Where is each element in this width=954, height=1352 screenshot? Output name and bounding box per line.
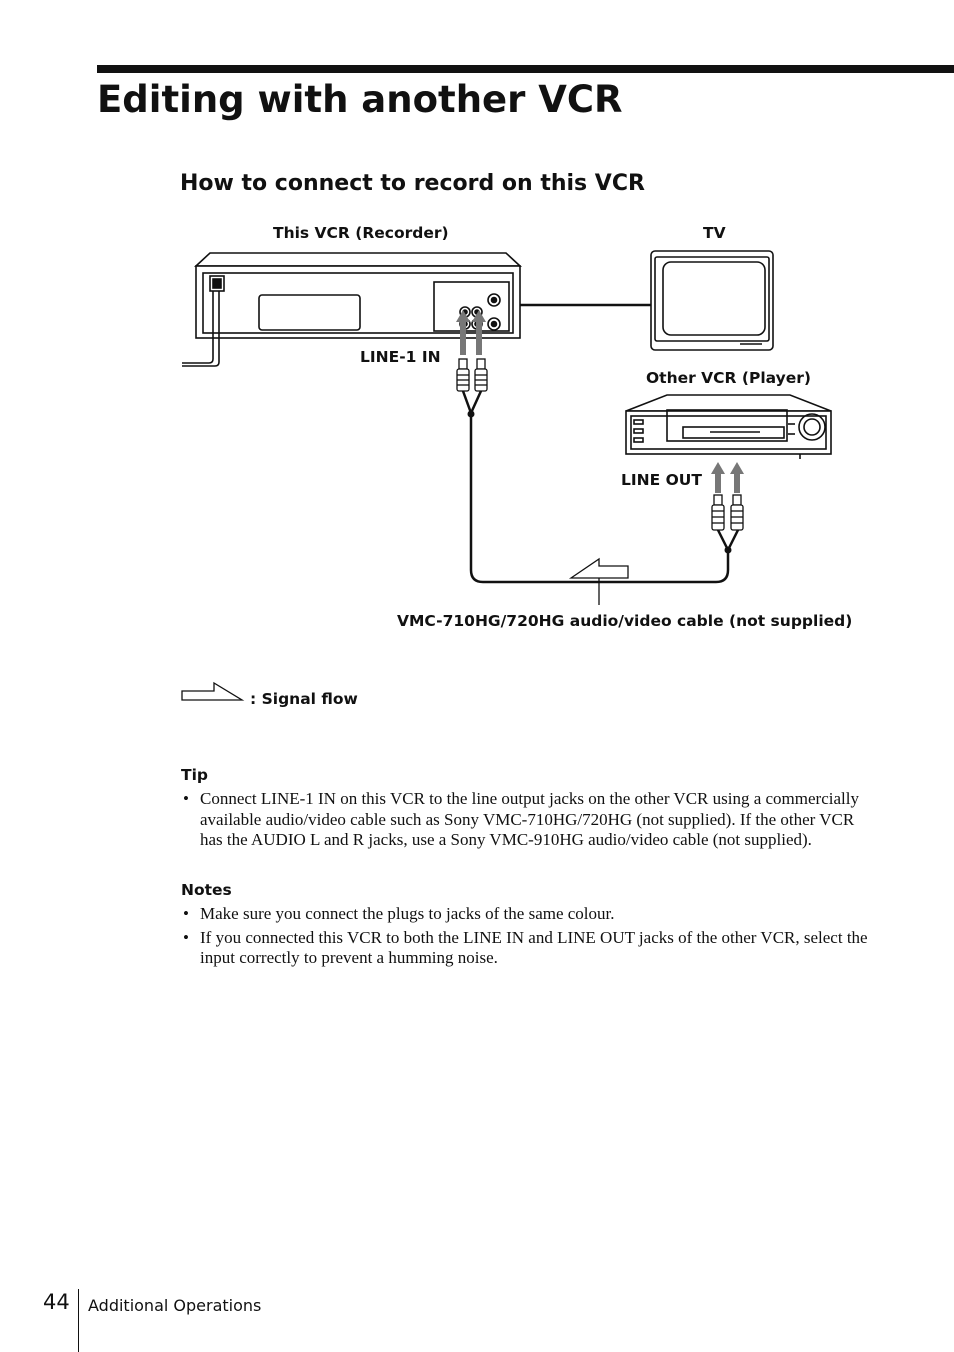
top-rule	[97, 65, 954, 73]
line-out-signal-arrows	[711, 462, 744, 493]
player-plugs	[711, 494, 744, 531]
tip-item: Connect LINE-1 IN on this VCR to the lin…	[181, 789, 871, 851]
footer-section-name: Additional Operations	[88, 1296, 262, 1315]
footer-divider	[78, 1289, 79, 1352]
player-label: Other VCR (Player)	[646, 369, 811, 387]
notes-list: Make sure you connect the plugs to jacks…	[181, 904, 871, 972]
line-in-signal-arrows	[456, 310, 486, 355]
line-out-label: LINE OUT	[621, 471, 702, 489]
recorder-vcr-illustration	[182, 252, 523, 367]
tip-heading: Tip	[181, 766, 208, 784]
player-vcr-illustration	[625, 394, 832, 459]
signal-flow-legend-arrow	[181, 681, 245, 701]
tip-list: Connect LINE-1 IN on this VCR to the lin…	[181, 789, 871, 854]
tv-label: TV	[703, 224, 726, 242]
cable-label: VMC-710HG/720HG audio/video cable (not s…	[397, 612, 853, 630]
recorder-plugs	[456, 358, 488, 392]
signal-flow-legend-label: : Signal flow	[250, 690, 358, 708]
line-in-label: LINE-1 IN	[360, 348, 441, 366]
note-item: Make sure you connect the plugs to jacks…	[181, 904, 871, 925]
page-title: Editing with another VCR	[97, 78, 623, 121]
page-number: 44	[43, 1290, 70, 1314]
notes-heading: Notes	[181, 881, 232, 899]
section-title: How to connect to record on this VCR	[180, 171, 645, 196]
tv-illustration	[650, 250, 774, 351]
note-item: If you connected this VCR to both the LI…	[181, 928, 871, 969]
recorder-label: This VCR (Recorder)	[273, 224, 449, 242]
cable-signal-flow-arrow	[568, 557, 629, 579]
